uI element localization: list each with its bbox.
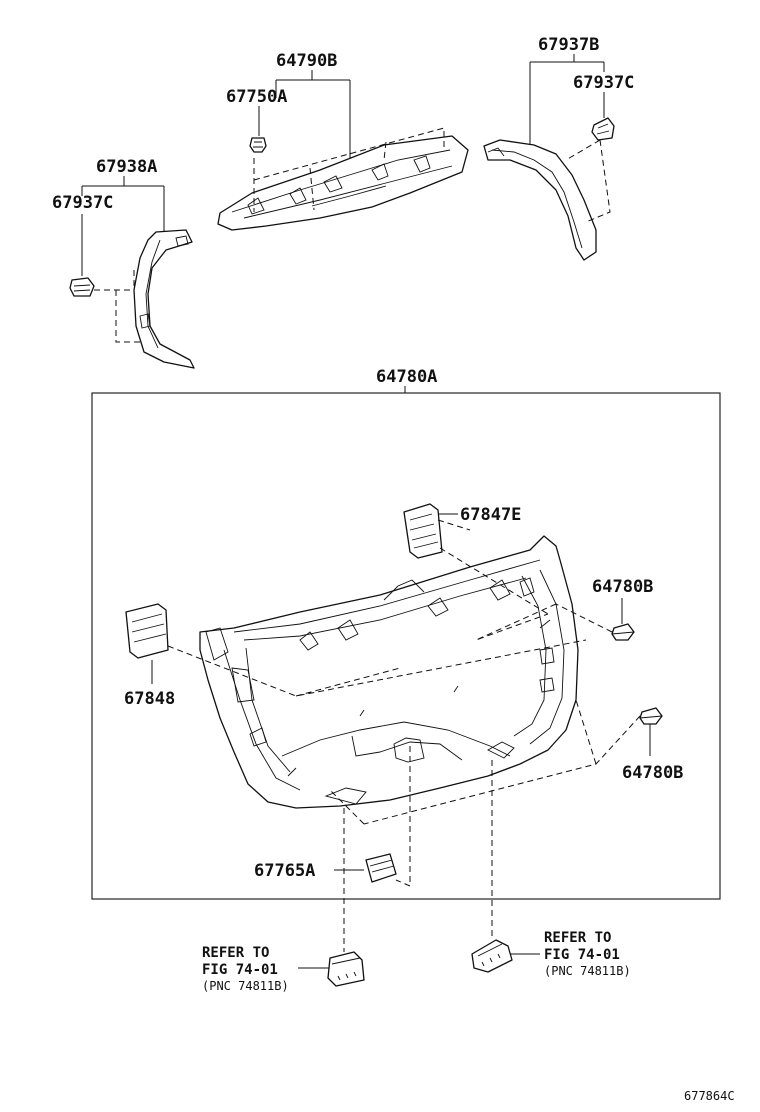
clip-64780B-upper — [611, 623, 635, 641]
label-64780B-upper: 64780B — [592, 577, 653, 597]
label-67937C-left: 67937C — [52, 193, 113, 213]
leader-67937B — [529, 54, 605, 145]
label-67750A: 67750A — [226, 87, 287, 107]
label-67937C-right: 67937C — [573, 73, 634, 93]
side-trim-67937B — [483, 139, 597, 261]
dash-67848 — [167, 639, 587, 697]
dash-67937B — [565, 139, 611, 223]
reference-part-left — [327, 951, 365, 987]
label-67765A: 67765A — [254, 861, 315, 881]
clip-67750A — [249, 137, 267, 153]
clip-67765A — [365, 853, 397, 883]
label-67937B: 67937B — [538, 35, 599, 55]
clip-64780B-lower — [639, 707, 663, 725]
upper-trim-panel-64790B — [217, 135, 469, 231]
assembly-frame-64780A — [91, 392, 721, 900]
dash-64780B-lower — [329, 699, 641, 825]
bracket-67847E — [403, 503, 443, 559]
dash-67938A — [94, 270, 140, 343]
label-64780A: 64780A — [376, 367, 437, 387]
side-trim-67938A — [133, 229, 195, 369]
label-67847E: 67847E — [460, 505, 521, 525]
ref-left-line3: (PNC 74811B) — [202, 979, 289, 993]
door-trim-board-64780A — [199, 535, 579, 809]
dash-64780B-upper — [475, 603, 613, 641]
leader-67938A — [81, 176, 165, 232]
clip-67937C-right — [591, 117, 615, 141]
diagram-id: 677864C — [684, 1089, 735, 1103]
label-64780B-lower: 64780B — [622, 763, 683, 783]
clip-67937C-left — [69, 277, 95, 297]
leader-64790B — [275, 70, 351, 172]
label-67848: 67848 — [124, 689, 175, 709]
label-67938A: 67938A — [96, 157, 157, 177]
dash-67765A — [395, 746, 411, 887]
reference-part-right — [471, 939, 513, 973]
dash-67847E — [437, 519, 549, 615]
ref-right-line3: (PNC 74811B) — [544, 964, 631, 978]
ref-right-line1: REFER TO — [544, 930, 611, 946]
ref-left-line2: FIG 74-01 — [202, 962, 278, 978]
ref-right-line2: FIG 74-01 — [544, 947, 620, 963]
label-64790B: 64790B — [276, 51, 337, 71]
ref-left-line1: REFER TO — [202, 945, 269, 961]
bracket-67848 — [125, 603, 169, 659]
